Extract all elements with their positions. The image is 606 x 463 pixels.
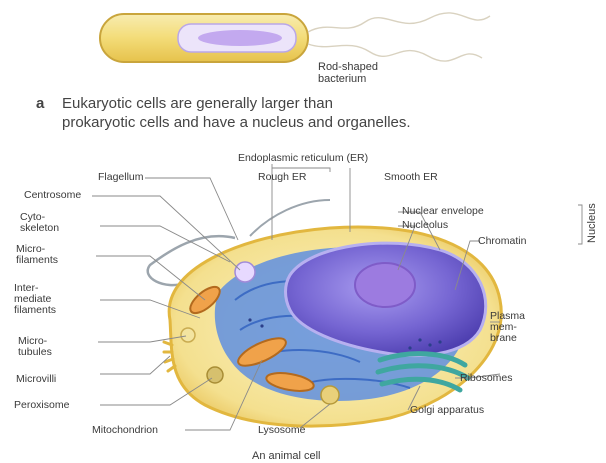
bacterium-flagellum-2	[308, 44, 482, 61]
bacterium-caption-line2: bacterium	[318, 74, 366, 85]
bacterium-flagellum-1	[308, 13, 490, 32]
label-golgi: Golgi apparatus	[410, 405, 484, 416]
label-microvilli: Microvilli	[16, 374, 56, 385]
label-ribosomes: Ribosomes	[460, 373, 513, 384]
bacterium-caption-line1: Rod-shaped	[318, 62, 378, 73]
label-lysosome: Lysosome	[258, 425, 305, 436]
peroxisome-shape	[207, 367, 223, 383]
caption-bottom: An animal cell	[252, 451, 320, 462]
statement-line2: prokaryotic cells and have a nucleus and…	[62, 114, 411, 132]
statement-line1: Eukaryotic cells are generally larger th…	[62, 95, 333, 113]
nucleolus-shape	[355, 263, 415, 307]
label-rough-er: Rough ER	[258, 172, 306, 183]
statement-letter: a	[36, 95, 44, 113]
bacterium-drawing	[100, 13, 490, 62]
label-nuclear-envelope: Nuclear envelope	[402, 206, 484, 217]
label-flagellum: Flagellum	[98, 172, 144, 183]
label-er: Endoplasmic reticulum (ER)	[238, 153, 368, 164]
bacterium-nucleoid	[198, 30, 282, 46]
vesicle-shape	[181, 328, 195, 342]
label-centrosome: Centrosome	[24, 190, 81, 201]
label-cytoskeleton-2: skeleton	[20, 223, 59, 234]
label-nucleolus: Nucleolus	[402, 220, 448, 231]
label-microfilaments-2: filaments	[16, 255, 58, 266]
label-mitochondrion: Mitochondrion	[92, 425, 158, 436]
label-smooth-er: Smooth ER	[384, 172, 438, 183]
centrosome-shape	[235, 262, 255, 282]
label-nucleus: Nucleus	[586, 203, 598, 243]
label-chromatin: Chromatin	[478, 236, 526, 247]
label-intermediate-3: filaments	[14, 305, 56, 316]
lysosome-shape	[321, 386, 339, 404]
label-plasma-3: brane	[490, 333, 517, 344]
label-peroxisome: Peroxisome	[14, 400, 69, 411]
label-microtubules-2: tubules	[18, 347, 52, 358]
